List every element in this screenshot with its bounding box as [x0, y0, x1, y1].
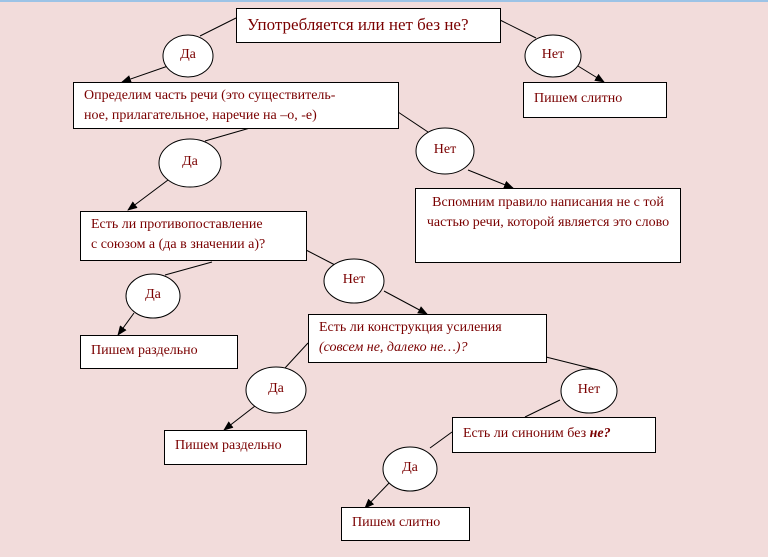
box-text: не? [589, 426, 611, 441]
yes-ellipse-3 [125, 273, 181, 319]
intensifier-box: Есть ли конструкция усиления (совсем не,… [308, 314, 547, 363]
remember-rule-box: Вспомним правило написания не с той част… [415, 188, 681, 263]
box-text: с союзом а (да в значении а)? [91, 237, 266, 252]
no-label: Нет [433, 142, 457, 157]
yes-label: Да [268, 381, 284, 396]
box-text: Определим часть речи (это существитель- [84, 88, 336, 103]
no-ellipse-2 [415, 127, 475, 175]
yes-label: Да [145, 287, 161, 302]
box-text: Есть ли противопоставление [91, 217, 263, 232]
no-ellipse-4 [560, 368, 618, 414]
yes-ellipse-2 [158, 138, 222, 188]
part-of-speech-box: Определим часть речи (это существитель- … [73, 82, 399, 129]
no-ellipse-1 [524, 34, 582, 78]
no-label: Нет [577, 382, 601, 397]
write-separately-box-2: Пишем раздельно [164, 430, 307, 465]
yes-label: Да [180, 47, 196, 62]
no-label: Нет [342, 272, 366, 287]
top-border [0, 0, 768, 2]
yes-ellipse-4 [245, 366, 307, 414]
box-text: Вспомним правило написания не с той част… [426, 195, 670, 230]
box-text: Пишем слитно [534, 91, 623, 106]
box-text: Пишем слитно [352, 515, 441, 530]
yes-ellipse-5 [382, 446, 438, 492]
root-question: Употребляется или нет без не? [247, 15, 469, 34]
no-ellipse-3 [323, 258, 385, 304]
write-together-box-2: Пишем слитно [341, 507, 470, 541]
synonym-box: Есть ли синоним без не? [452, 417, 656, 453]
root-question-box: Употребляется или нет без не? [236, 8, 501, 43]
box-text: Есть ли синоним без [463, 426, 590, 441]
contrast-box: Есть ли противопоставление с союзом а (д… [80, 211, 307, 261]
box-text: (совсем не, далеко не…)? [319, 340, 468, 355]
box-text: Пишем раздельно [91, 343, 198, 358]
no-label: Нет [541, 47, 565, 62]
box-text: Пишем раздельно [175, 438, 282, 453]
yes-ellipse-1 [162, 34, 214, 78]
box-text: ное, прилагательное, наречие на –о, -е) [84, 108, 317, 123]
yes-label: Да [182, 154, 198, 169]
box-text: Есть ли конструкция усиления [319, 320, 502, 335]
yes-label: Да [402, 460, 418, 475]
write-together-box-1: Пишем слитно [523, 82, 667, 118]
write-separately-box-1: Пишем раздельно [80, 335, 238, 369]
